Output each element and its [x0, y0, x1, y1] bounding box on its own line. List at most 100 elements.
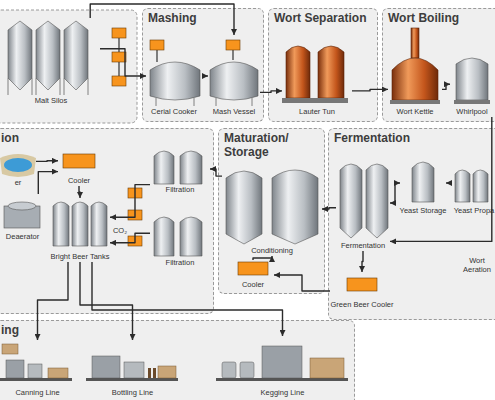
equipment-node: Bottling Line [85, 340, 180, 398]
process-unit-box [226, 40, 240, 50]
process-unit-box [128, 236, 142, 246]
stage-heading: Mashing [148, 11, 197, 25]
stage-heading: Maturation/ Storage [224, 131, 314, 159]
equipment-node: er [0, 150, 36, 188]
equipment-label: Canning Line [15, 388, 59, 398]
bright-beer-tank [72, 202, 88, 246]
equipment-node: Yeast Storage [400, 150, 446, 216]
flow-connector [100, 49, 146, 76]
keg [240, 362, 254, 378]
equipment-label: Lauter Tun [299, 107, 335, 117]
process-unit-box [128, 210, 142, 220]
platform [390, 100, 440, 104]
flow-connector [110, 185, 150, 218]
keg [222, 362, 236, 378]
flow-connector [260, 91, 282, 93]
equipment-node: Conditioning [222, 162, 322, 256]
mash-vessel [210, 62, 258, 100]
equipment-node: Lauter Tun [282, 30, 352, 117]
process-stage-panel: Wort BoilingWort KettleWhirlpool [382, 8, 495, 122]
kegging-machine [262, 346, 302, 378]
flow-connector [92, 262, 283, 336]
conveyor [0, 378, 72, 381]
equipment-node: Filtration [150, 143, 210, 195]
flow-connector [274, 275, 330, 291]
cooler-box [347, 278, 377, 291]
filter-tank [180, 151, 202, 184]
process-unit-box [112, 28, 126, 38]
flow-connector [390, 117, 492, 241]
pallet [310, 358, 344, 378]
conveyor-line [118, 38, 119, 76]
process-unit-box [112, 52, 126, 62]
flow-connector [80, 262, 133, 340]
process-stage-panel: ionerCoolerDeaeratorBright Beer TanksFil… [0, 128, 214, 314]
conveyor [216, 378, 348, 381]
cooker-vessel [150, 62, 200, 100]
equipment-node: Green Beer Cooler [330, 272, 394, 310]
flow-connector [446, 182, 452, 183]
filter-tank [154, 151, 174, 184]
equipment-label: Whirlpool [456, 107, 487, 117]
flow-connector [110, 233, 150, 243]
equipment-label: Conditioning [251, 246, 293, 256]
equipment-label: Deaerator [6, 232, 39, 242]
process-stage-panel: Maturation/ StorageConditioningCooler [218, 128, 325, 294]
yeast-tank [455, 170, 470, 202]
equipment-node: Filtration [150, 210, 210, 268]
equipment-label: Cooler [242, 280, 264, 290]
process-stage-panel: FermentationFermentationYeast StorageYea… [328, 128, 495, 320]
stage-heading: Fermentation [334, 131, 410, 145]
deaerator-unit [4, 206, 40, 228]
equipment-node: Whirlpool [450, 35, 494, 117]
filter-tank [180, 217, 202, 256]
process-unit-box [112, 76, 126, 86]
bottle [153, 368, 156, 378]
equipment-label: Fermentation [341, 241, 385, 251]
flow-connector [390, 183, 400, 203]
equipment-node: Deaerator [0, 194, 45, 242]
process-unit-box [128, 188, 142, 198]
flow-connector [38, 172, 58, 194]
cooler-box [63, 154, 95, 168]
seamer-machine [28, 364, 42, 378]
flow-connector [202, 75, 208, 76]
platform [282, 98, 348, 103]
equipment-node: Bright Beer Tanks [50, 198, 110, 262]
process-stage-panel: MashingCerial CookerMash Vessel [142, 8, 264, 122]
whirlpool-vessel [456, 58, 488, 100]
yeast-tank [473, 170, 488, 202]
equipment-label: Bright Beer Tanks [50, 252, 109, 262]
equipment-label: Kegging Line [261, 388, 305, 398]
bright-beer-tank [53, 202, 69, 246]
carton [48, 368, 68, 378]
process-stage-panel: ingCanning LineBottling LineKegging Line [0, 320, 355, 400]
cooler-box [238, 262, 268, 275]
process-stage-panel: Wort SeparationLauter Tun [268, 8, 378, 122]
process-unit-box [150, 40, 164, 50]
equipment-node: Kegging Line [215, 336, 350, 398]
equipment-label: Yeast Storage [400, 206, 447, 216]
equipment-label: Green Beer Cooler [331, 300, 394, 310]
malt-section-panel [0, 10, 137, 123]
equipment-label: Filtration [166, 185, 195, 195]
equipment-node: Wort Kettle [388, 25, 442, 117]
equipment-label: Bottling Line [112, 388, 153, 398]
equipment-node: Cooler [232, 260, 274, 290]
equipment-label: Cooler [68, 176, 90, 186]
flow-connector [90, 4, 234, 35]
equipment-label: Filtration [166, 258, 195, 268]
bottle [148, 368, 151, 378]
flow-connector [79, 186, 80, 198]
equipment-node: Cerial Cooker [146, 35, 202, 117]
platform [454, 100, 490, 104]
filter-tank [154, 217, 174, 256]
flow-connector [36, 160, 58, 162]
equipment-label: Cerial Cooker [151, 107, 197, 117]
filler-machine [6, 360, 24, 378]
silo-tank [36, 21, 60, 90]
conditioning-tank [272, 170, 318, 244]
fermentation-tank [340, 164, 362, 238]
flow-connector [352, 89, 388, 91]
flow-connector [210, 169, 222, 176]
